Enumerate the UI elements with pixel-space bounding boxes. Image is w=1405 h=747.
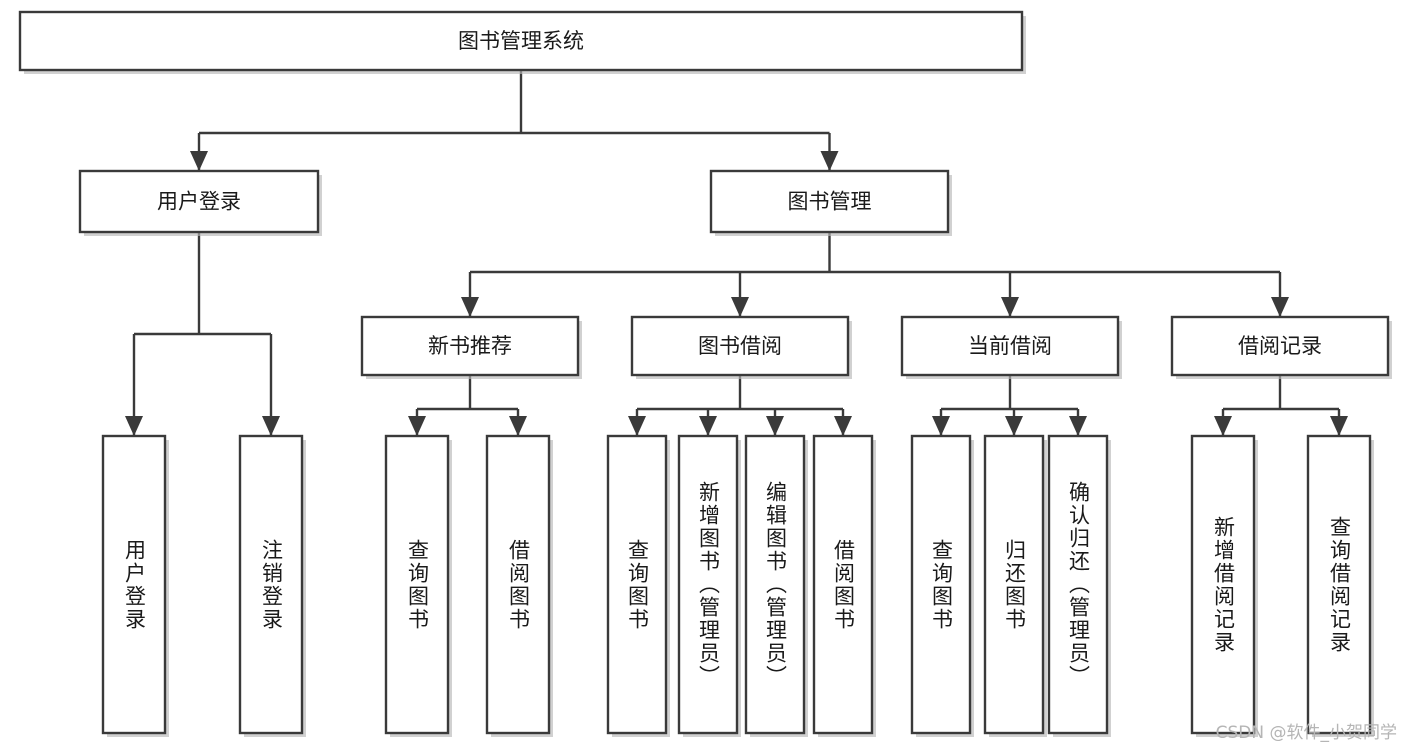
- connector-layer: [125, 70, 1348, 436]
- node-label-book-manage: 图书管理: [788, 190, 872, 214]
- node-label-new-book-recommend: 新书推荐: [428, 334, 512, 358]
- node-box-root[interactable]: [18, 10, 1024, 72]
- node-box-current-borrow[interactable]: [900, 315, 1120, 377]
- node-box-leaf-confirm-return[interactable]: [1047, 434, 1109, 735]
- node-box-leaf-return-book[interactable]: [983, 434, 1045, 735]
- arrow-head-icon: [408, 416, 426, 436]
- arrow-head-icon: [628, 416, 646, 436]
- arrow-head-icon: [1214, 416, 1232, 436]
- arrow-head-icon: [834, 416, 852, 436]
- arrow-head-icon: [509, 416, 527, 436]
- node-box-borrow-record[interactable]: [1170, 315, 1390, 377]
- node-label-user-login: 用户登录: [157, 190, 241, 214]
- arrow-head-icon: [190, 151, 208, 171]
- box-layer: [18, 10, 1392, 737]
- arrow-head-icon: [461, 297, 479, 317]
- node-label-borrow-record: 借阅记录: [1238, 334, 1322, 358]
- csdn-watermark: CSDN @软件_小贺同学: [1215, 723, 1397, 743]
- node-label-book-borrow: 图书借阅: [698, 334, 782, 358]
- node-box-leaf-borrow-book-rec[interactable]: [485, 434, 551, 735]
- arrow-head-icon: [699, 416, 717, 436]
- arrow-head-icon: [766, 416, 784, 436]
- node-box-new-book-recommend[interactable]: [360, 315, 580, 377]
- arrow-head-icon: [1005, 416, 1023, 436]
- node-box-leaf-user-logout[interactable]: [238, 434, 304, 735]
- arrow-head-icon: [1330, 416, 1348, 436]
- node-box-leaf-query-book-cur[interactable]: [910, 434, 972, 735]
- node-box-leaf-query-book-bor[interactable]: [606, 434, 668, 735]
- arrow-head-icon: [1271, 297, 1289, 317]
- node-box-leaf-query-book-rec[interactable]: [384, 434, 450, 735]
- node-label-current-borrow: 当前借阅: [968, 334, 1052, 358]
- arrow-head-icon: [932, 416, 950, 436]
- arrow-head-icon: [1001, 297, 1019, 317]
- node-label-root: 图书管理系统: [458, 29, 584, 53]
- arrow-head-icon: [820, 151, 839, 171]
- node-box-leaf-add-record[interactable]: [1190, 434, 1256, 735]
- arrow-head-icon: [1069, 416, 1087, 436]
- arrow-head-icon: [262, 416, 280, 436]
- node-box-book-manage[interactable]: [709, 169, 950, 234]
- node-box-leaf-user-login[interactable]: [101, 434, 167, 735]
- node-box-leaf-add-book[interactable]: [677, 434, 739, 735]
- node-box-leaf-query-record[interactable]: [1306, 434, 1372, 735]
- arrow-head-icon: [125, 416, 143, 436]
- node-box-book-borrow[interactable]: [630, 315, 850, 377]
- node-box-leaf-borrow-book[interactable]: [812, 434, 874, 735]
- node-box-leaf-edit-book[interactable]: [744, 434, 806, 735]
- arrow-head-icon: [731, 297, 749, 317]
- node-box-user-login[interactable]: [78, 169, 320, 234]
